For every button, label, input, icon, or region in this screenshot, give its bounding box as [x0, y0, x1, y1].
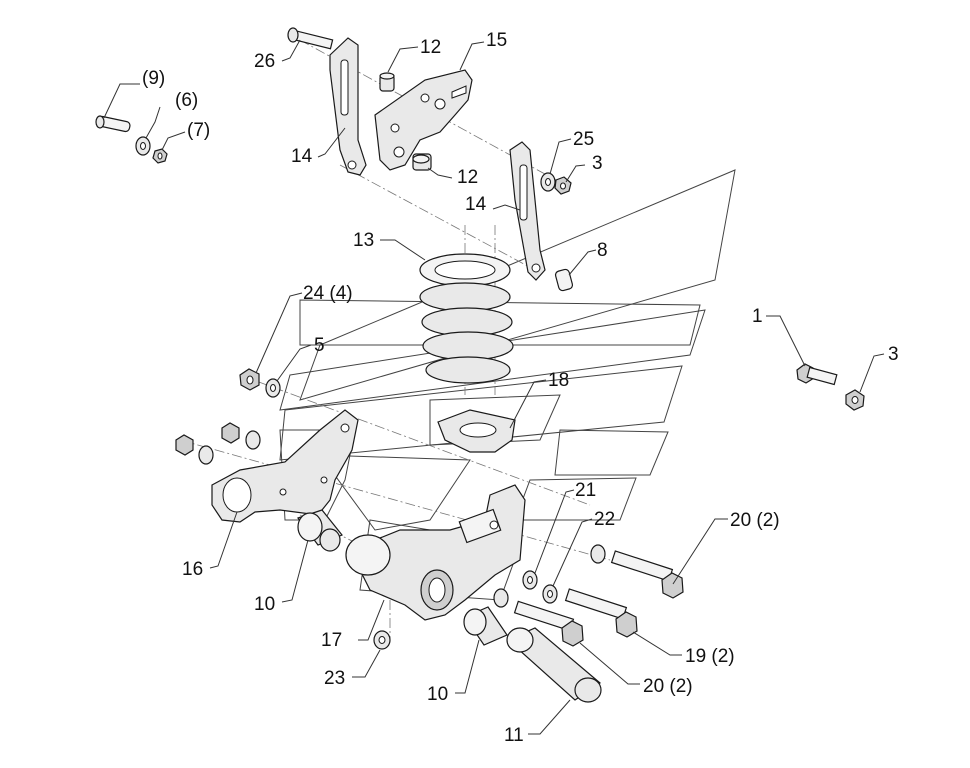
nut-part-7	[152, 148, 168, 164]
callout-22: 22	[594, 509, 615, 530]
washer-part-6	[135, 136, 151, 156]
callout-14-left: 14	[291, 146, 313, 167]
washer-part-22	[542, 584, 558, 604]
washer-near-arm	[493, 544, 606, 608]
callout-10-lower: 10	[427, 684, 448, 705]
bushing-part-10-lower	[463, 606, 508, 646]
nuts-washers-left-group	[175, 422, 261, 465]
callout-3-top: 3	[592, 153, 603, 174]
plate-part-14-left	[329, 37, 367, 176]
spring-part-13	[419, 253, 514, 384]
nut-part-3-right	[845, 389, 865, 411]
callout-7: (7)	[187, 120, 210, 141]
background-outline	[279, 169, 736, 601]
spring-seat-part-18	[437, 409, 516, 453]
washer-part-25	[540, 172, 556, 192]
nut-part-3-top	[554, 176, 572, 195]
bolt-part-26	[287, 27, 334, 50]
nut-part-24	[239, 368, 260, 391]
nut-part-23	[373, 630, 391, 650]
callout-20-upper: 20 (2)	[730, 510, 780, 531]
callout-19: 19 (2)	[685, 646, 735, 667]
bracket-part-16	[211, 409, 359, 523]
callout-24: 24 (4)	[303, 283, 353, 304]
callout-13: 13	[353, 230, 374, 251]
leader-lines	[103, 39, 885, 735]
bolt-part-20-upper	[610, 550, 684, 599]
callout-11: 11	[504, 725, 524, 746]
arm-part-17	[345, 484, 526, 621]
bolt-part-20-lower	[513, 600, 584, 647]
callout-labels: (9) (6) (7) 26 12 15 14 12 25 3 14 8 13 …	[142, 30, 899, 746]
callout-26: 26	[254, 51, 275, 72]
callout-21: 21	[575, 480, 596, 501]
plate-part-15	[374, 69, 473, 171]
plate-part-14-right	[509, 141, 546, 281]
callout-10-upper: 10	[254, 594, 275, 615]
callout-3-right: 3	[888, 344, 899, 365]
callout-20-lower: 20 (2)	[643, 676, 693, 697]
sleeve-part-11	[506, 627, 602, 703]
washer-part-21	[522, 570, 538, 590]
bushing-part-12-top	[379, 72, 395, 92]
callout-15: 15	[486, 30, 507, 51]
callout-8: 8	[597, 240, 608, 261]
callout-16: 16	[182, 559, 203, 580]
callout-14-right: 14	[465, 194, 487, 215]
callout-18: 18	[548, 370, 569, 391]
callout-23: 23	[324, 668, 345, 689]
callout-25: 25	[573, 129, 594, 150]
pin-part-8	[554, 268, 574, 292]
pin-part-9	[95, 115, 131, 133]
bolt-part-19	[564, 588, 638, 638]
bolt-part-1	[796, 363, 838, 386]
callout-9: (9)	[142, 68, 165, 89]
callout-17: 17	[321, 630, 342, 651]
bushing-part-10-upper	[297, 509, 343, 552]
washer-part-5	[265, 378, 281, 398]
callout-5: 5	[314, 335, 325, 356]
callout-1: 1	[752, 306, 763, 327]
callout-12-top: 12	[420, 37, 441, 58]
callout-12-bottom: 12	[457, 167, 478, 188]
callout-6: (6)	[175, 90, 198, 111]
bushing-part-12-bottom	[412, 153, 432, 171]
